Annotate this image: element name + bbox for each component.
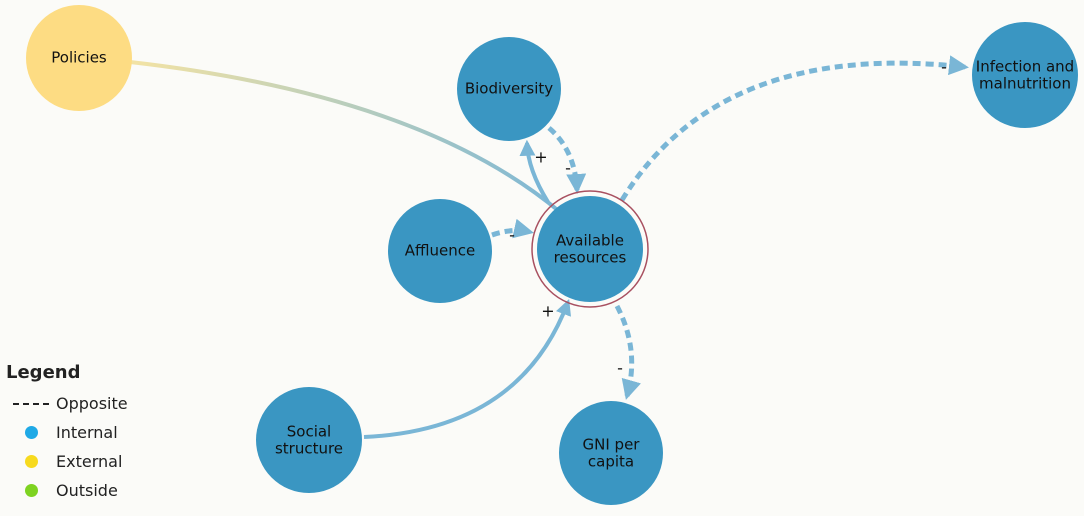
circle-icon [6,455,56,468]
node-circle [537,196,643,302]
legend-label: Opposite [56,394,128,413]
node-biodiversity[interactable]: Biodiversity [457,37,561,141]
selection-ring [531,190,649,308]
node-label-line1: Social [287,423,331,441]
edge-available-to-biodiversity [519,139,550,204]
sign-available-to-gni: - [617,359,623,378]
node-label: Affluence [405,242,475,260]
node-circle [26,5,132,111]
edge-affluence-to-available [491,218,534,239]
legend-dot [24,455,38,468]
node-circle [972,22,1078,128]
node-affluence[interactable]: Affluence [388,199,492,303]
node-label-line1: Infection and [976,58,1074,76]
node-label-line2: malnutrition [979,75,1071,93]
node-policies[interactable]: Policies [26,5,132,111]
sign-social-to-available: + [541,302,554,321]
legend-item-outside: Outside [6,476,128,505]
edge-social-to-available [363,299,571,439]
legend-item-internal: Internal [6,418,128,447]
legend-title: Legend [6,362,81,383]
legend-label: Internal [56,423,118,442]
legend-dot [24,484,38,497]
legend-item-opposite: Opposite [6,389,128,418]
circle-icon [6,426,56,439]
node-label-line2: resources [554,249,627,267]
node-label-line1: GNI per [583,436,641,454]
sign-available-to-infection: - [941,58,947,77]
node-label: Biodiversity [465,80,553,98]
edge-policies-to-available [129,60,562,214]
node-gni-per-capita[interactable]: GNI per capita [559,401,663,505]
node-circle [256,387,362,493]
edge-biodiversity-to-available [547,126,587,194]
legend: Legend Opposite Internal External Outsid… [6,362,128,505]
node-circle [457,37,561,141]
legend-dash [13,402,49,405]
node-label-line2: capita [588,453,634,471]
sign-biodiversity-to-available: - [565,159,571,178]
node-social-structure[interactable]: Social structure [256,387,362,493]
edge-available-to-infection [619,55,969,202]
sign-affluence-to-available: - [509,226,515,245]
node-label-line2: structure [275,440,343,458]
legend-label: External [56,452,123,471]
legend-label: Outside [56,481,118,500]
node-label: Policies [51,49,107,67]
node-circle [559,401,663,505]
legend-item-external: External [6,447,128,476]
edge-available-to-gni [614,304,641,400]
legend-dot [24,426,38,439]
node-available-resources[interactable]: Available resources [531,190,649,308]
circle-icon [6,484,56,497]
dashed-line-icon [6,402,56,405]
node-circle [388,199,492,303]
node-infection-malnutrition[interactable]: Infection and malnutrition [972,22,1078,128]
sign-available-to-biodiversity: + [534,148,547,167]
node-label-line1: Available [556,232,624,250]
